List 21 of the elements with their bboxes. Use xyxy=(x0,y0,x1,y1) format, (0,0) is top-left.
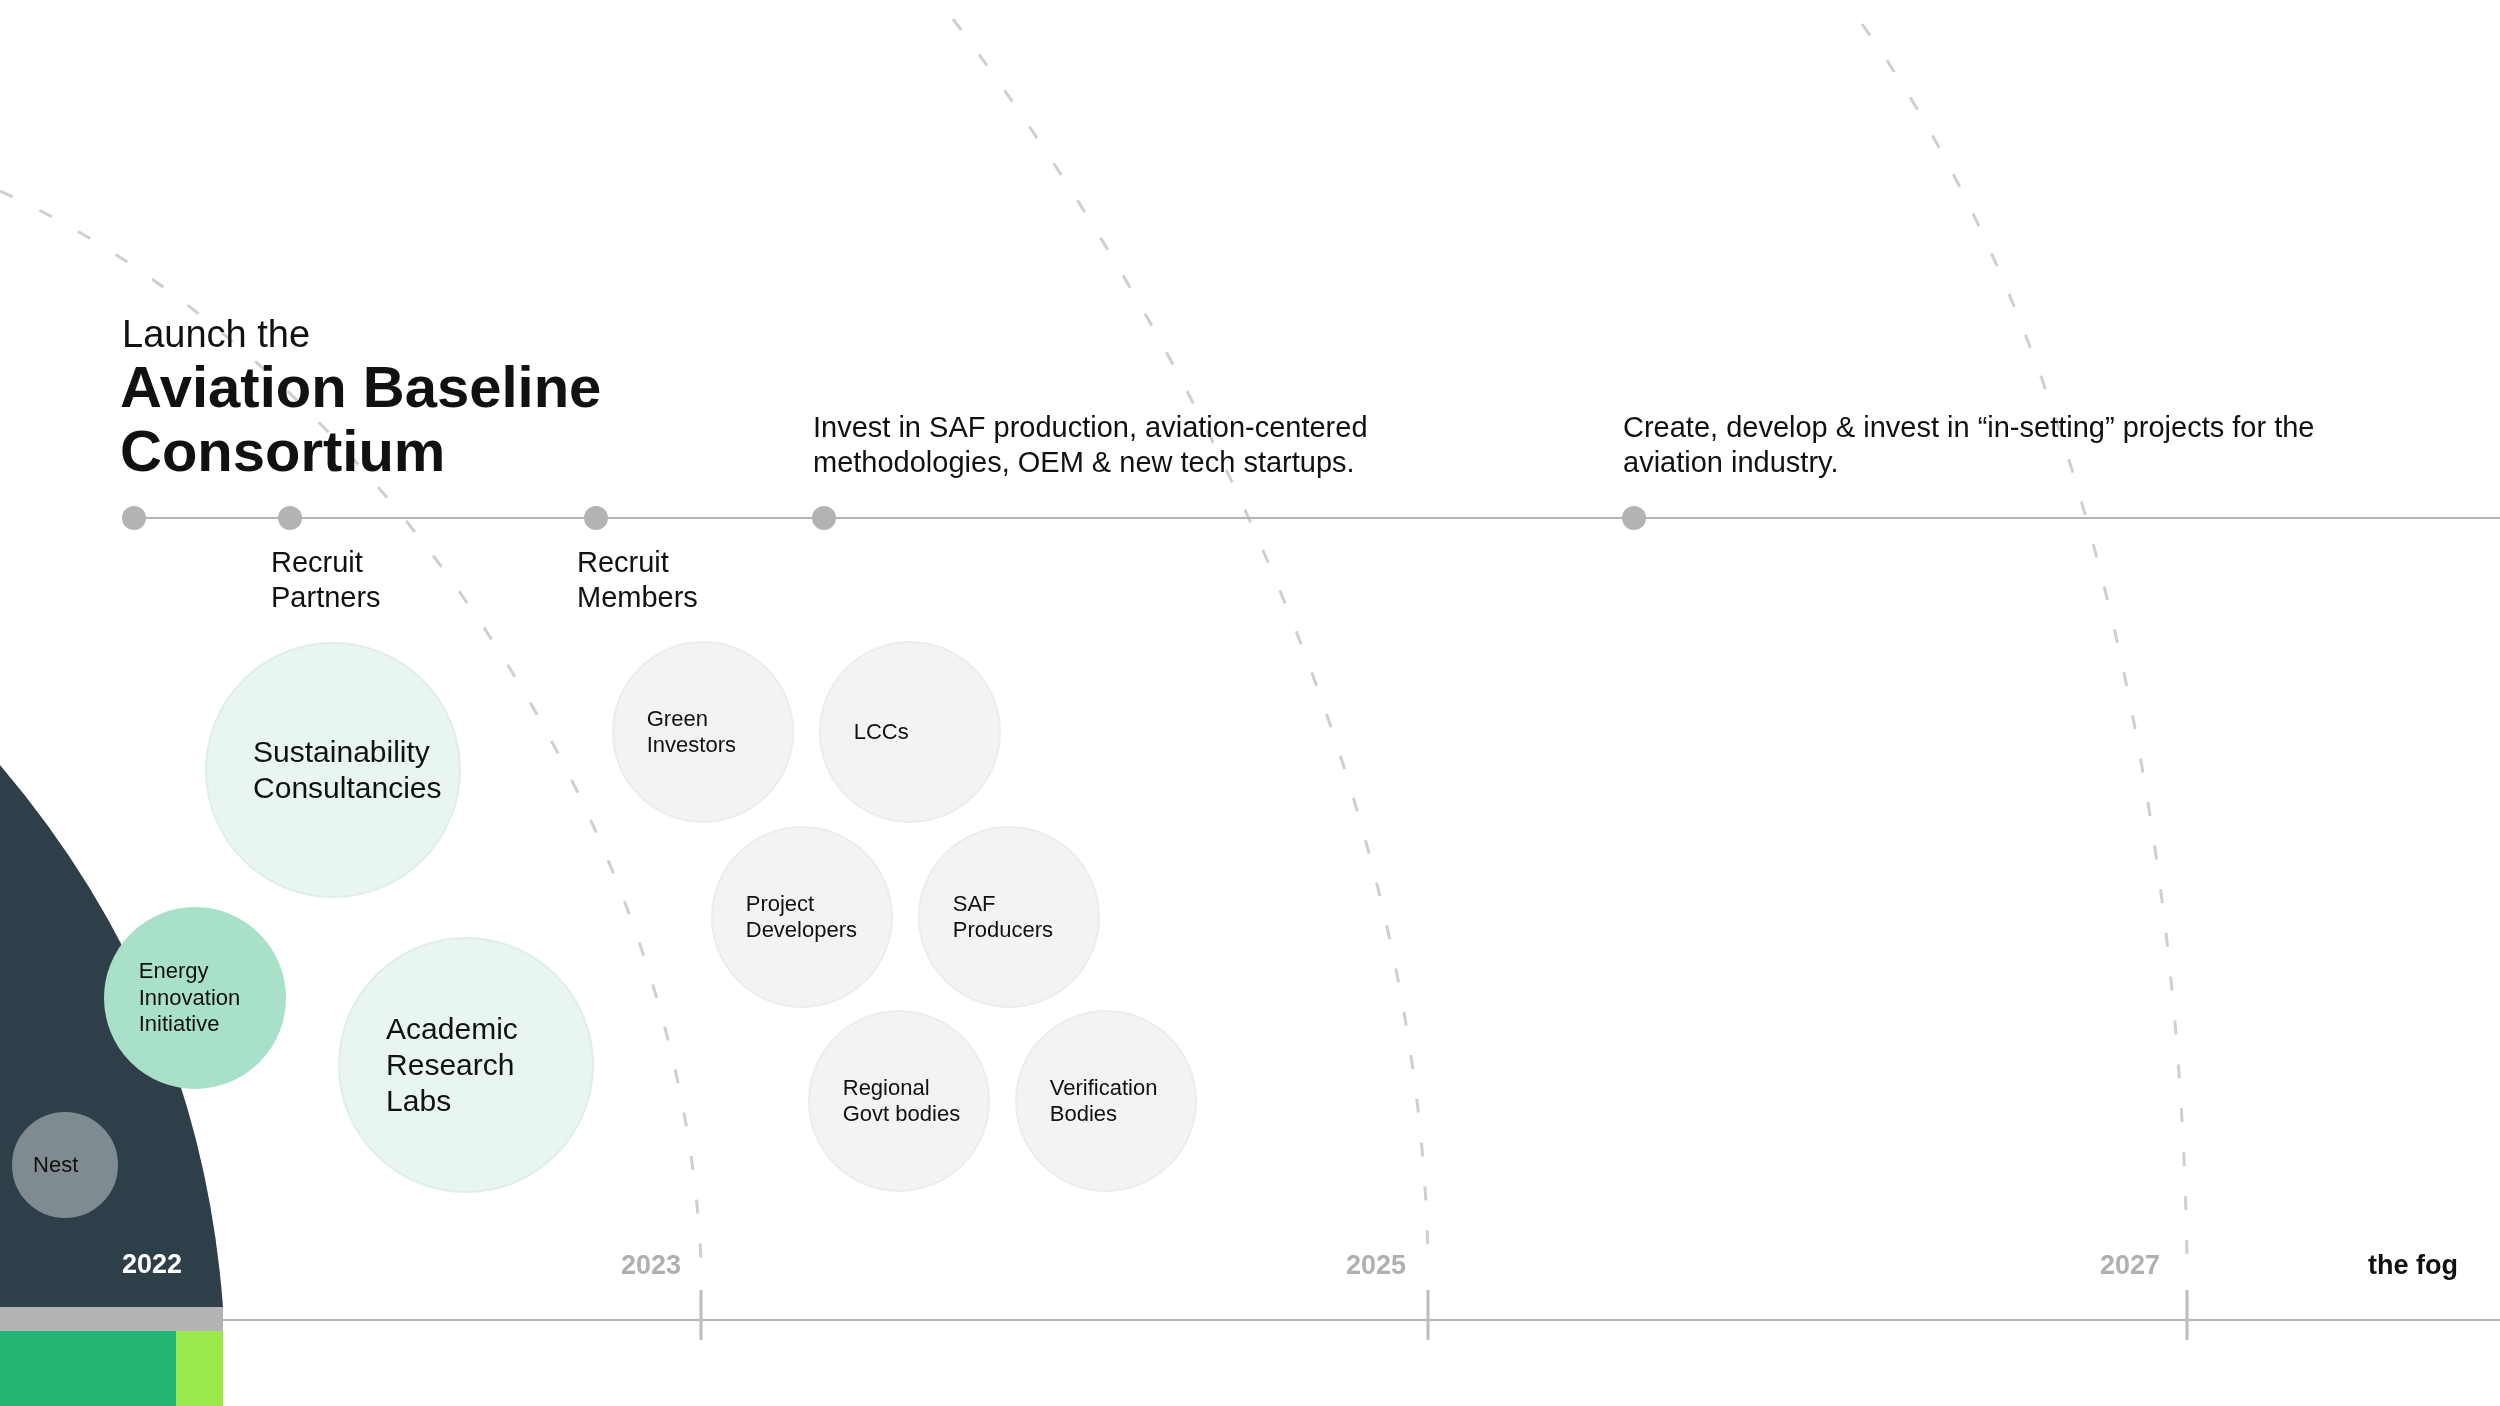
node-label: LCCs xyxy=(853,718,909,746)
node-label: Academic Research Labs xyxy=(386,1011,519,1119)
node-label: Energy Innovation Initiative xyxy=(138,958,242,1038)
year-label: the fog xyxy=(2367,1249,2458,1282)
node-label: Sustainability Consultancies xyxy=(253,734,443,806)
year-label: 2023 xyxy=(619,1249,681,1282)
node-label: Green Investors xyxy=(646,705,737,759)
node-label: Verification Bodies xyxy=(1049,1074,1159,1128)
year-label: 2022 xyxy=(122,1249,183,1280)
year-label: 2027 xyxy=(2098,1249,2160,1282)
text-label: Recruit Partners xyxy=(271,545,382,615)
node-label: Project Developers xyxy=(745,890,859,944)
text-label: Create, develop & invest in “in-setting” projects for the aviation industry. xyxy=(1623,410,2316,480)
year-label: 2025 xyxy=(1344,1249,1406,1282)
text-label: Recruit Members xyxy=(577,545,699,615)
node-label: Nest xyxy=(33,1151,79,1179)
text-label: Launch the xyxy=(122,312,312,357)
text-label: Invest in SAF production, aviation-centered methodologies, OEM & new tech startups. xyxy=(813,410,1369,480)
node-label: SAF Producers xyxy=(952,890,1055,944)
title: Aviation Baseline Consortium xyxy=(120,355,603,483)
node-label: Regional Govt bodies xyxy=(842,1074,962,1128)
